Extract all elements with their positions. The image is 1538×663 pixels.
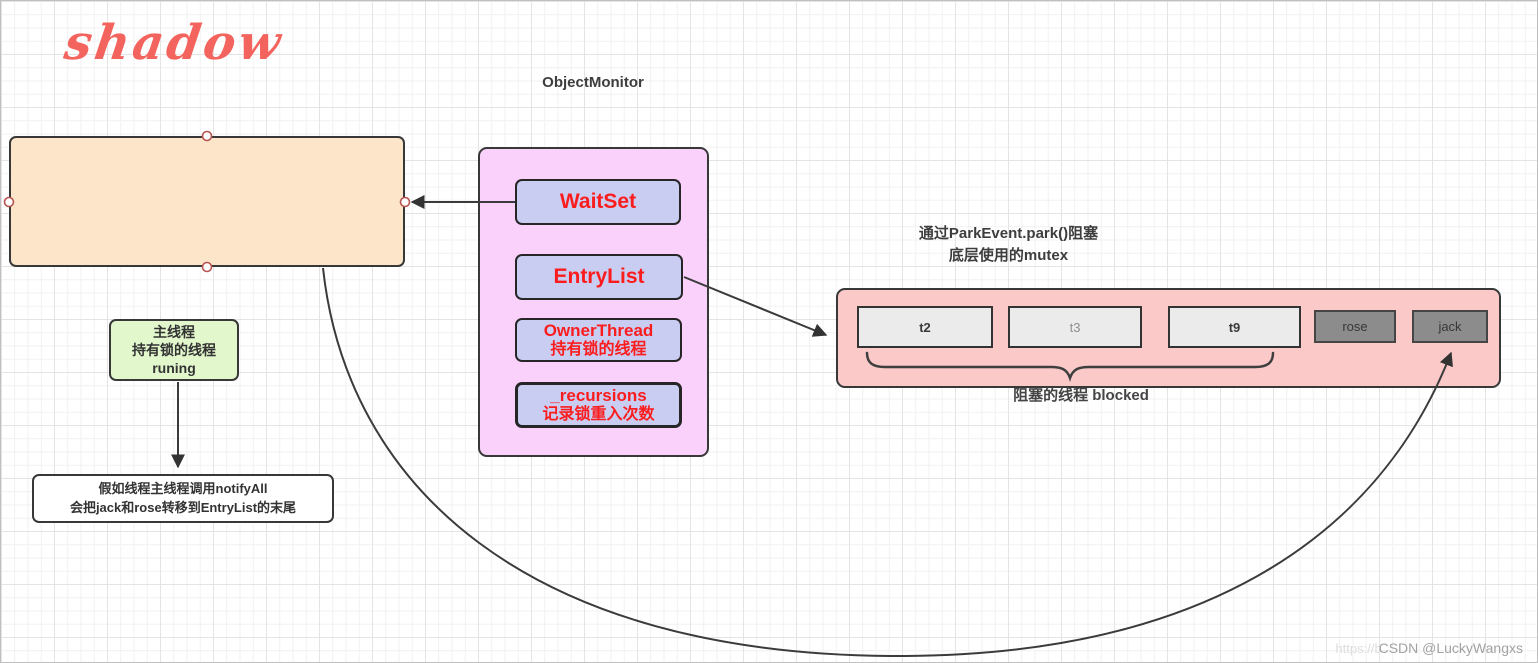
ownerthread-box[interactable]: OwnerThread 持有锁的线程 <box>515 318 682 362</box>
notifyall-note-box[interactable]: 假如线程主线程调用notifyAll 会把jack和rose转移到EntryLi… <box>32 474 334 523</box>
waitset-box[interactable]: WaitSet <box>515 179 681 225</box>
main-thread-line3: runing <box>152 360 196 377</box>
recursions-sublabel: 记录锁重入次数 <box>542 405 655 423</box>
park-event-note-line2: 底层使用的mutex <box>948 246 1069 264</box>
shadow-logo: shadow <box>61 15 287 71</box>
ownerthread-sublabel: 持有锁的线程 <box>550 340 647 358</box>
entrylist-label: EntryList <box>553 264 645 288</box>
main-thread-line2: 持有锁的线程 <box>132 341 216 358</box>
watermark-url-fragment: https://b <box>1335 641 1382 656</box>
object-monitor-title[interactable]: ObjectMonitor <box>542 74 644 91</box>
ownerthread-label: OwnerThread <box>543 320 654 340</box>
notifyall-note-line2: 会把jack和rose转移到EntryList的末尾 <box>69 499 297 515</box>
recursions-label: _recursions <box>550 385 647 405</box>
thread-box-t9[interactable]: t9 <box>1168 306 1301 348</box>
thread-label-t2: t2 <box>919 319 931 335</box>
thread-label-t3: t3 <box>1069 319 1081 335</box>
thread-label-jack: jack <box>1438 319 1462 334</box>
thread-box-rose[interactable]: rose <box>1314 310 1396 343</box>
main-thread-line1: 主线程 <box>153 323 195 340</box>
main-thread-box[interactable]: 主线程 持有锁的线程 runing <box>109 319 239 381</box>
owner-object-shape[interactable] <box>9 136 405 267</box>
entrylist-box[interactable]: EntryList <box>515 254 683 300</box>
recursions-box[interactable]: _recursions 记录锁重入次数 <box>515 382 682 428</box>
thread-box-t2[interactable]: t2 <box>857 306 993 348</box>
park-event-note[interactable]: 通过ParkEvent.park()阻塞 底层使用的mutex <box>871 223 1146 267</box>
park-event-note-line1: 通过ParkEvent.park()阻塞 <box>918 225 1099 242</box>
thread-label-rose: rose <box>1342 319 1368 334</box>
thread-box-jack[interactable]: jack <box>1412 310 1488 343</box>
watermark-text: CSDN @LuckyWangxs <box>1378 640 1523 656</box>
waitset-label: WaitSet <box>559 189 637 213</box>
thread-box-t3[interactable]: t3 <box>1008 306 1142 348</box>
thread-label-t9: t9 <box>1228 319 1241 335</box>
blocked-caption[interactable]: 阻塞的线程 blocked <box>1013 387 1149 404</box>
notifyall-note-line1: 假如线程主线程调用notifyAll <box>98 480 268 496</box>
csdn-watermark: https://b CSDN @LuckyWangxs <box>1335 640 1523 656</box>
